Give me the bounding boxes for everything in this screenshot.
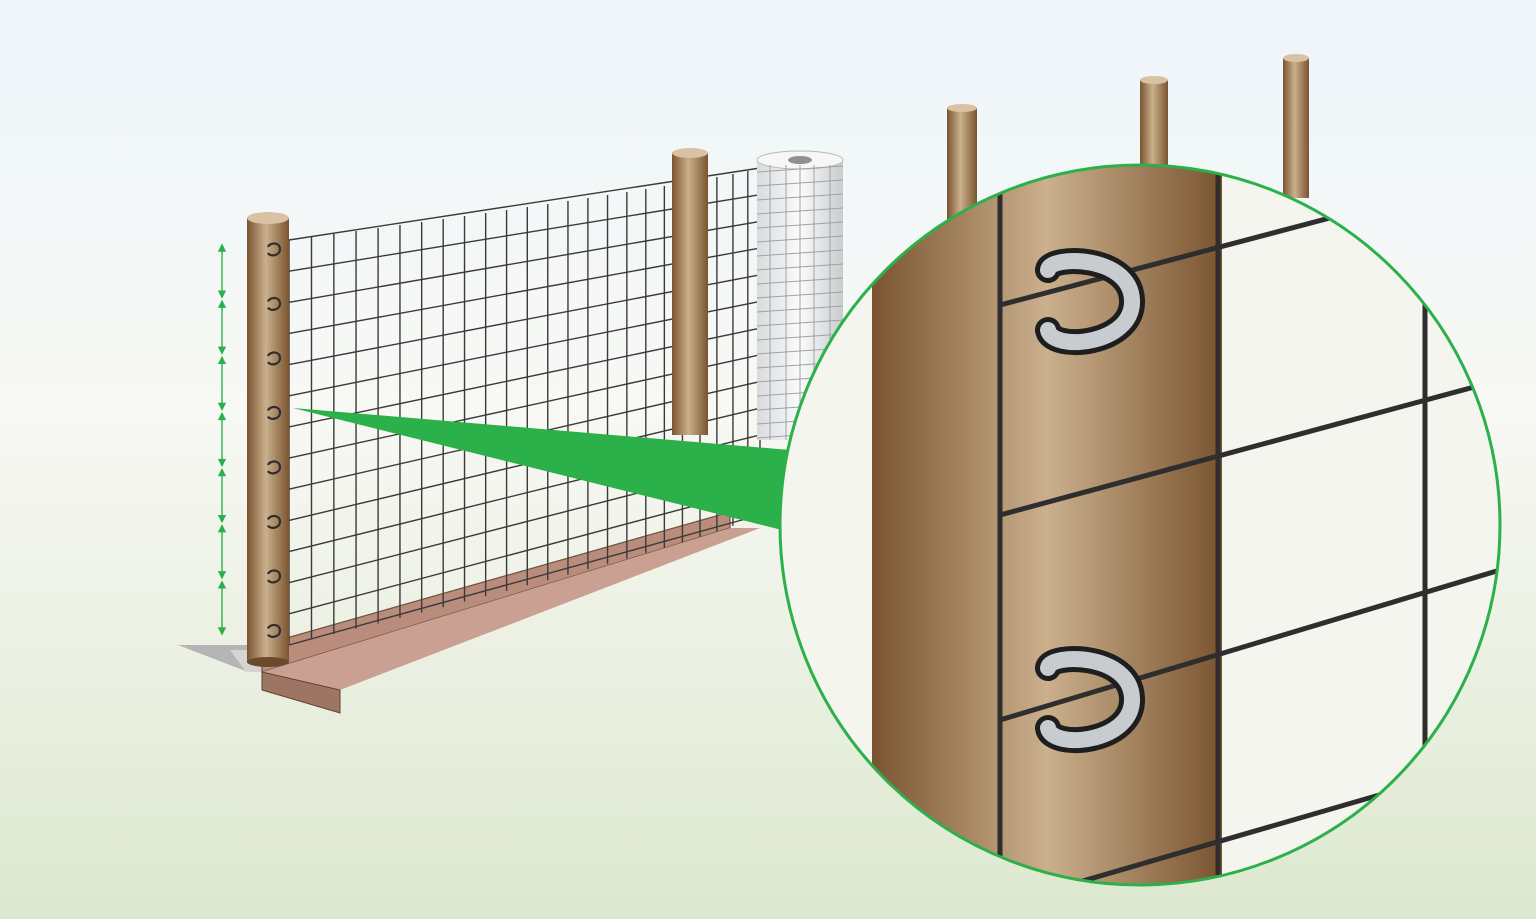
staple-icon xyxy=(266,351,282,366)
zoomed-post xyxy=(872,165,1222,885)
zoom-callout-wedge xyxy=(293,408,790,532)
zoomed-staple-upper xyxy=(1035,248,1145,355)
spacing-dimension-arrows xyxy=(217,243,227,636)
staple-column xyxy=(266,242,282,638)
staple-icon xyxy=(266,514,282,529)
staple-icon xyxy=(266,242,282,257)
staple-icon xyxy=(266,623,282,638)
wooden-post-left xyxy=(247,212,289,667)
staple-icon xyxy=(266,405,282,420)
wooden-post-middle xyxy=(672,148,708,435)
zoom-magnifier xyxy=(778,163,1502,887)
mesh-roll xyxy=(756,150,844,440)
zoom-circle-border xyxy=(778,163,1502,887)
buried-apron xyxy=(261,511,760,714)
zoomed-staple-lower xyxy=(1035,646,1145,753)
distant-posts xyxy=(947,54,1309,228)
staple-icon xyxy=(266,569,282,584)
staple-icon xyxy=(266,296,282,311)
staple-icon xyxy=(266,460,282,475)
